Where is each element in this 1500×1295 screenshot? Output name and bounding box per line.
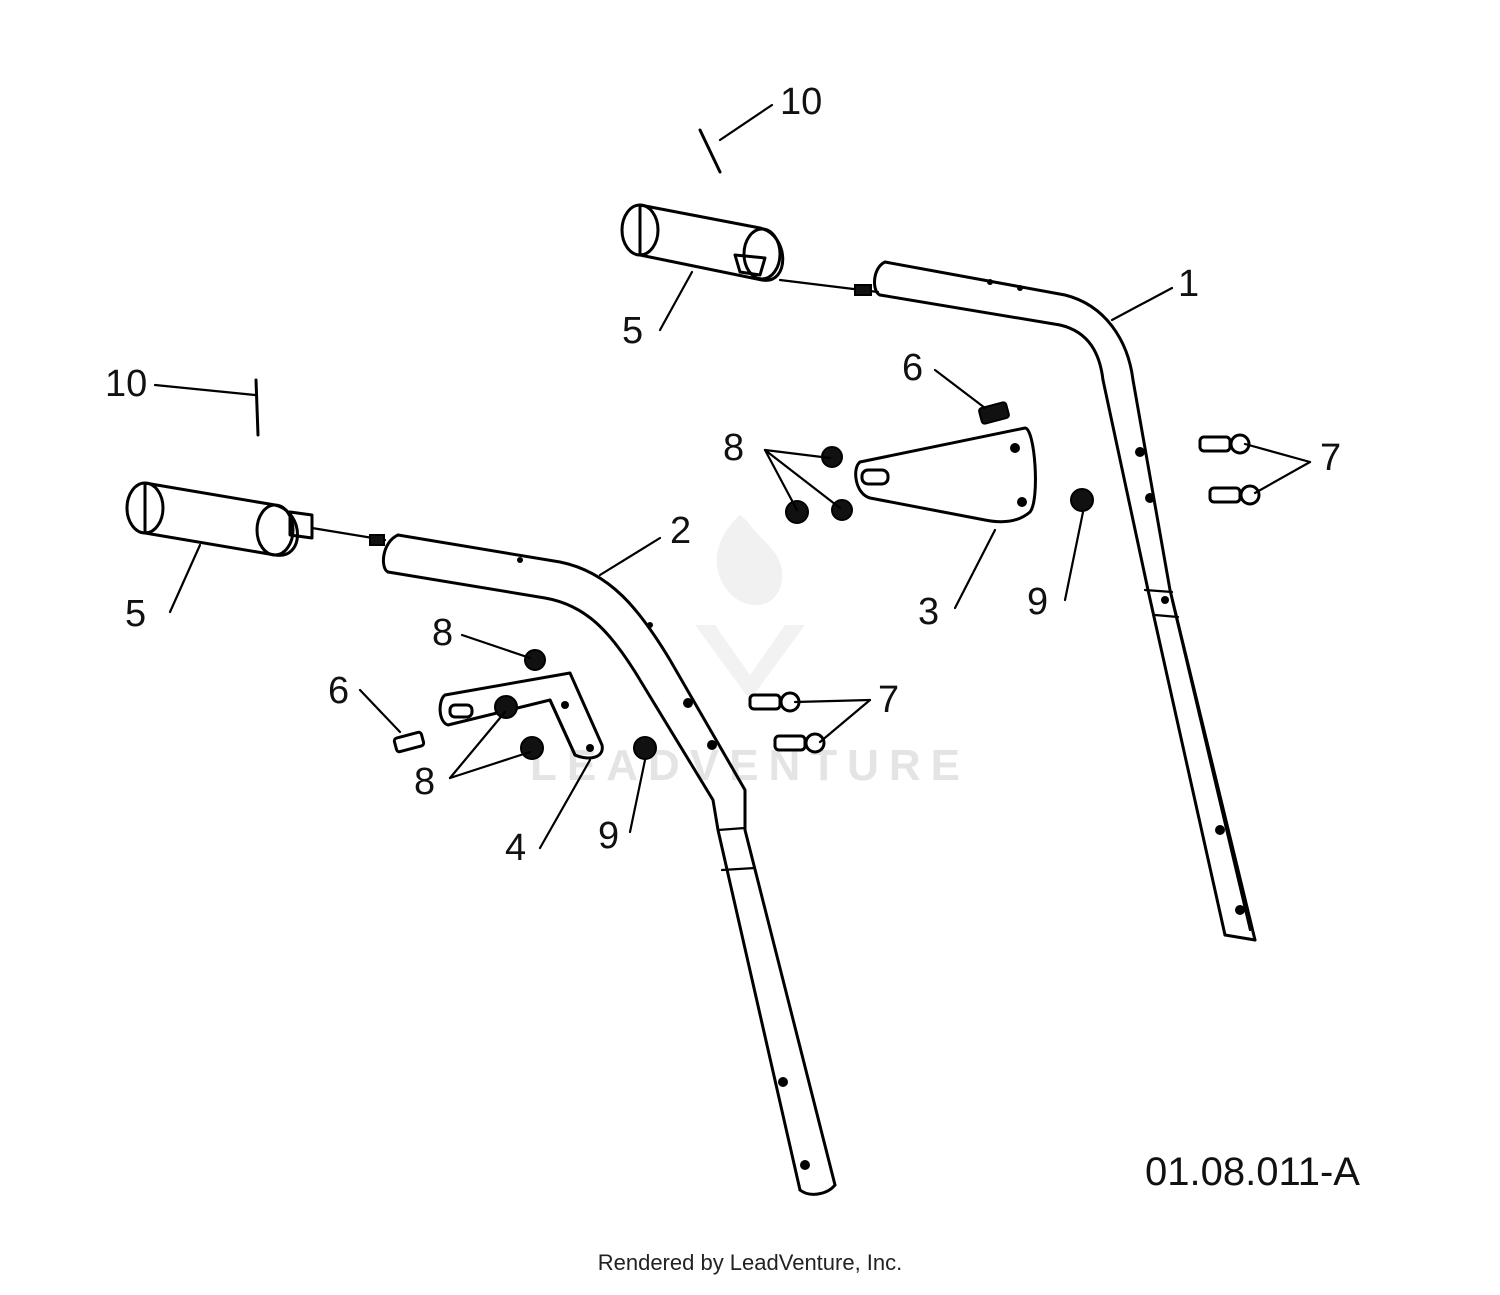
callout-9-upper: 9 xyxy=(1027,581,1048,623)
render-credit: Rendered by LeadVenture, Inc. xyxy=(597,1250,903,1275)
nuts-8-lower xyxy=(494,649,546,760)
watermark-logo xyxy=(695,515,805,700)
leaders-lower xyxy=(153,383,872,850)
callout-8-lower-top: 8 xyxy=(432,612,453,654)
callout-8-upper: 8 xyxy=(723,427,744,469)
callout-2: 2 xyxy=(670,510,691,552)
callout-8-lower-bottom: 8 xyxy=(414,761,435,803)
nut-9-upper xyxy=(1070,488,1094,512)
callout-10-lower: 10 xyxy=(105,363,147,405)
callout-9-lower: 9 xyxy=(598,815,619,857)
watermark-text: LEADVENTURE xyxy=(530,741,970,790)
callout-4: 4 xyxy=(505,827,526,869)
handle-1 xyxy=(873,260,1257,942)
leaders-upper xyxy=(658,103,1312,610)
bolt-6-upper xyxy=(978,401,1010,425)
callout-7-upper: 7 xyxy=(1320,437,1341,479)
bracket-3 xyxy=(854,426,1037,524)
callout-7-lower: 7 xyxy=(878,679,899,721)
callout-3: 3 xyxy=(918,591,939,633)
callout-6-upper: 6 xyxy=(902,347,923,389)
callout-5-lower: 5 xyxy=(125,593,146,635)
nuts-8-upper xyxy=(785,446,853,524)
nut-9-lower xyxy=(633,736,657,760)
bracket-4 xyxy=(438,671,604,760)
callout-6-lower: 6 xyxy=(328,670,349,712)
callout-5-upper: 5 xyxy=(622,310,643,352)
bolt-6-lower xyxy=(392,730,426,754)
pin-10-upper xyxy=(698,128,722,174)
diagram-reference-id: 01.08.011-A xyxy=(1145,1150,1360,1194)
bolts-7-lower xyxy=(748,691,826,754)
grip-5-upper xyxy=(620,203,880,296)
handle-2 xyxy=(381,533,837,1196)
callout-10-upper: 10 xyxy=(780,81,822,123)
grip-5-lower xyxy=(125,481,387,557)
pin-10-lower xyxy=(254,378,260,437)
callout-1: 1 xyxy=(1178,263,1199,305)
